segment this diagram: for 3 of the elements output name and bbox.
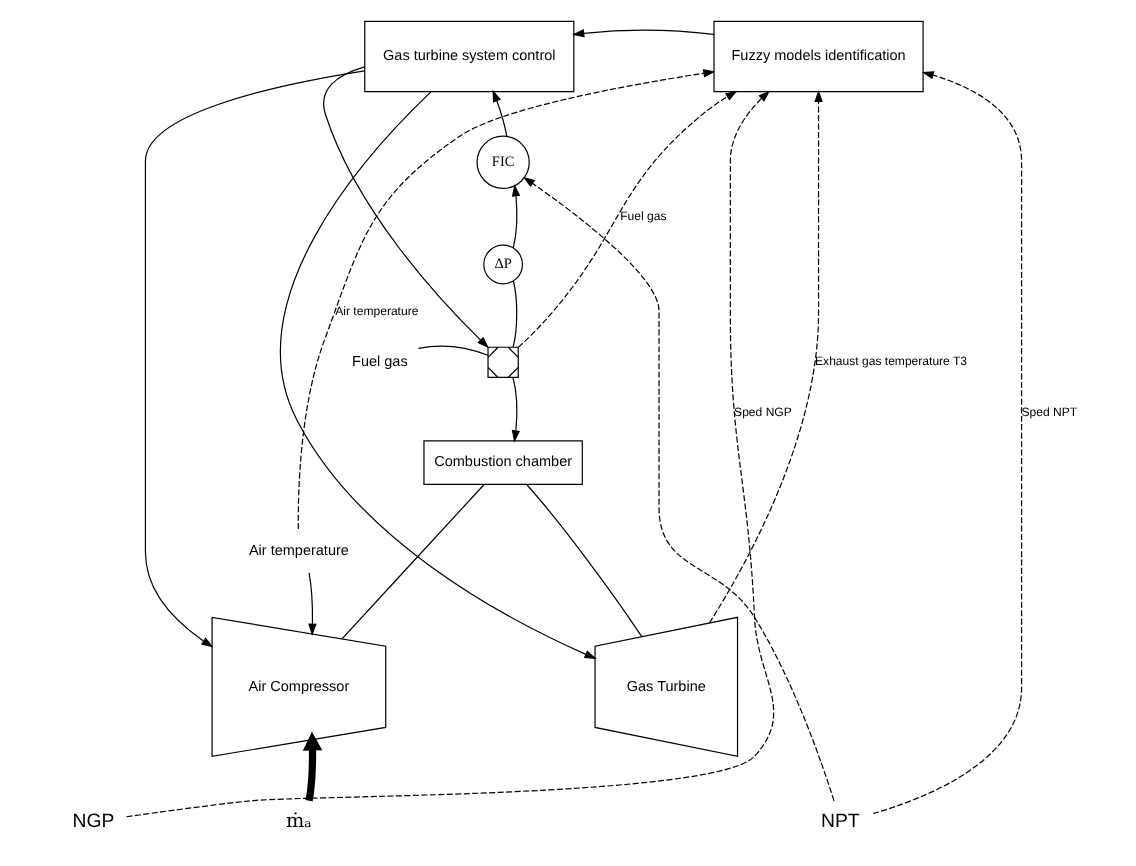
node-text: NGP (71, 811, 114, 834)
node-text: ṁₐ (285, 811, 311, 834)
node-text: NPT (819, 811, 859, 834)
